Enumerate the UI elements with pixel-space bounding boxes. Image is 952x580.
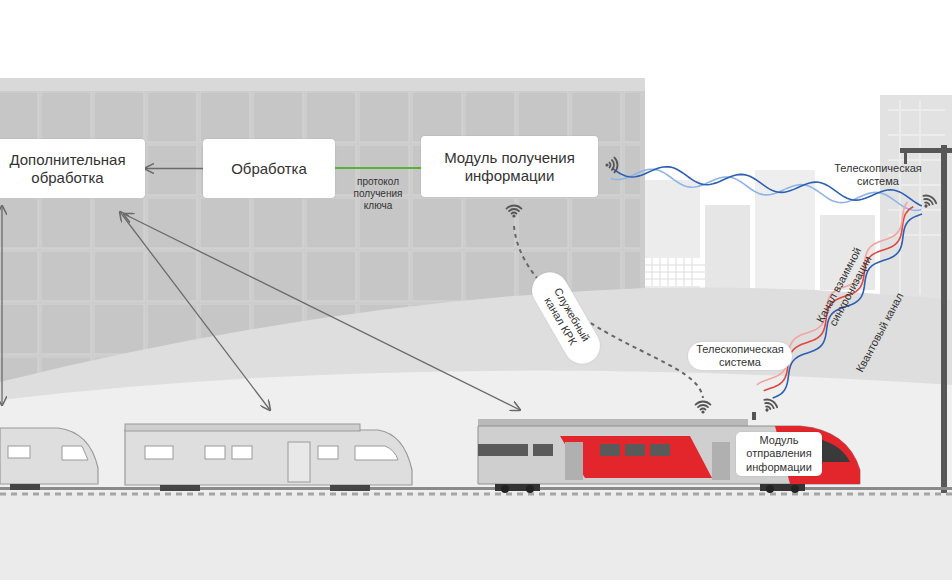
wifi-symbol [609,163,610,168]
grey-train [330,485,370,491]
city-skyline [645,258,705,286]
connector [145,168,203,169]
process-box: Обработка [203,139,335,198]
red-train [478,412,860,493]
leader-arrow [124,214,520,410]
grey-train [288,442,310,482]
catenary-pole [904,148,907,164]
wifi-symbol [764,397,778,407]
process-box: Дополнительная обработка [0,139,145,198]
node-text: Служебный канал КРК [532,272,601,365]
grey-train [125,424,412,491]
wifi-symbol [701,409,706,410]
red-train [565,442,583,480]
wifi-symbol [696,402,711,414]
wifi-symbol [509,209,519,211]
node-text: Модуль отправления информации [740,434,818,474]
wifi-symbol [612,160,614,170]
edge-label: протокол получения ключа [343,176,413,212]
service-channel-line [514,226,703,398]
wifi-symbol [605,158,617,173]
connector [335,167,421,169]
wifi-symbol [765,408,769,412]
wifi-symbol [605,163,608,166]
wifi-symbol [760,397,779,415]
grey-train [8,446,30,458]
catenary-pole [900,148,952,153]
wifi-symbol [614,158,617,173]
wifi-symbol [507,206,522,218]
system-pill: Телескопическая система [688,342,792,370]
grey-train [232,446,252,459]
city-skyline [888,100,945,295]
red-train [625,444,645,456]
leader-arrow [120,212,270,410]
red-train [478,444,528,456]
red-train [712,442,730,480]
node-text: Обработка [231,160,307,178]
ground-hill [0,492,952,580]
rail-track [0,493,952,496]
wifi-symbol [512,213,517,214]
city-skyline [755,170,815,290]
red-train [478,426,860,484]
red-train [752,412,756,420]
city-skyline [645,258,705,286]
channel-pill: Служебный канал КРК [525,266,606,371]
node-text: Дополнительная обработка [0,151,139,187]
module-box: Модуль отправления информации [736,432,822,476]
grey-train [145,446,173,459]
red-train [600,444,620,456]
annotation-label: Канал взаимной синхронизации [812,241,878,335]
ground-hill [0,371,952,580]
grey-train [10,484,40,490]
red-train [766,485,774,493]
signal-wave [611,161,923,207]
leader-arrow [2,206,520,410]
wifi-symbol [507,206,522,209]
wifi-symbol [512,214,515,217]
grey-train [125,424,360,431]
wifi-symbol [696,402,711,405]
node-text: Телескопическая система [692,343,788,369]
grey-train [62,446,88,460]
station-building [0,78,645,91]
grey-train [0,428,98,484]
wifi-symbol [701,410,704,413]
red-train [650,444,670,456]
catenary-pole [941,145,947,493]
grey-train [355,446,398,460]
annotation-label: Квантовый канал [851,285,910,379]
grey-train [0,428,98,490]
wifi-symbol [919,193,938,211]
module-box: Модуль получения информации [421,136,598,197]
leader-arrow [1,206,2,405]
grey-train [125,430,412,485]
wifi-symbol [924,204,928,208]
rail-track [0,487,952,490]
annotation-label: Телескопическая система [832,162,924,188]
rail-track [0,487,952,494]
grey-train [205,446,225,459]
red-train [533,444,553,456]
grey-train [160,485,200,491]
grey-train [318,446,338,459]
red-train [791,485,799,493]
red-train [526,485,534,493]
node-text: Модуль получения информации [427,149,592,185]
red-train [501,485,509,493]
wifi-symbol [923,193,937,203]
wifi-symbol [698,405,708,407]
city-skyline [645,95,952,300]
city-skyline [705,205,750,290]
signal-wave [767,210,927,401]
red-train [822,440,850,462]
